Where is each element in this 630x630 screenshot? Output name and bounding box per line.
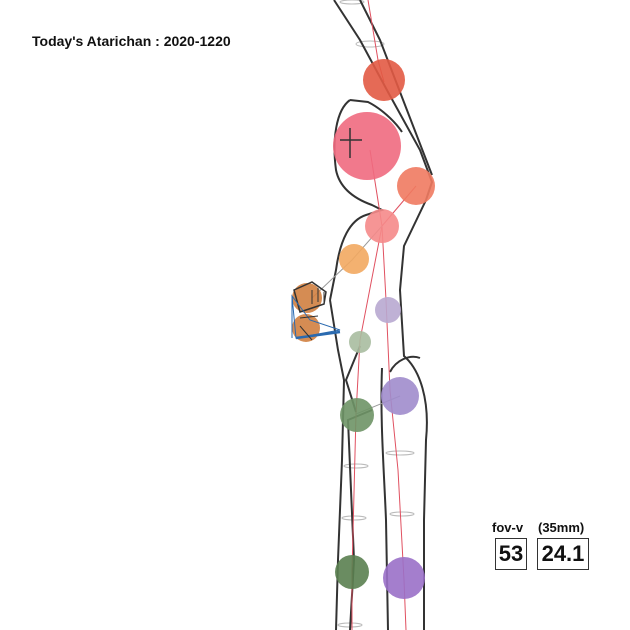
head-crosshair-icon [340, 128, 362, 158]
joint-foot-left[interactable] [335, 555, 369, 589]
joint-head-top[interactable] [363, 59, 405, 101]
joint-hip-left[interactable] [349, 331, 371, 353]
page-title: Today's Atarichan : 2020-1220 [32, 33, 231, 49]
joint-hip-right[interactable] [381, 377, 419, 415]
joint-knee-left[interactable] [340, 398, 374, 432]
body-outline [329, 0, 434, 630]
lens-label: (35mm) [538, 520, 585, 535]
fov-value-field[interactable]: 53 [495, 538, 527, 570]
joint-foot-right[interactable] [383, 557, 425, 599]
joint-head[interactable] [333, 112, 401, 180]
hand-cluster[interactable] [291, 281, 341, 342]
joint-waist[interactable] [375, 297, 401, 323]
joint-shoulder[interactable] [397, 167, 435, 205]
joint-elbow[interactable] [339, 244, 369, 274]
lens-value-field[interactable]: 24.1 [537, 538, 589, 570]
joint-chest[interactable] [365, 209, 399, 243]
fov-label: fov-v [492, 520, 524, 535]
